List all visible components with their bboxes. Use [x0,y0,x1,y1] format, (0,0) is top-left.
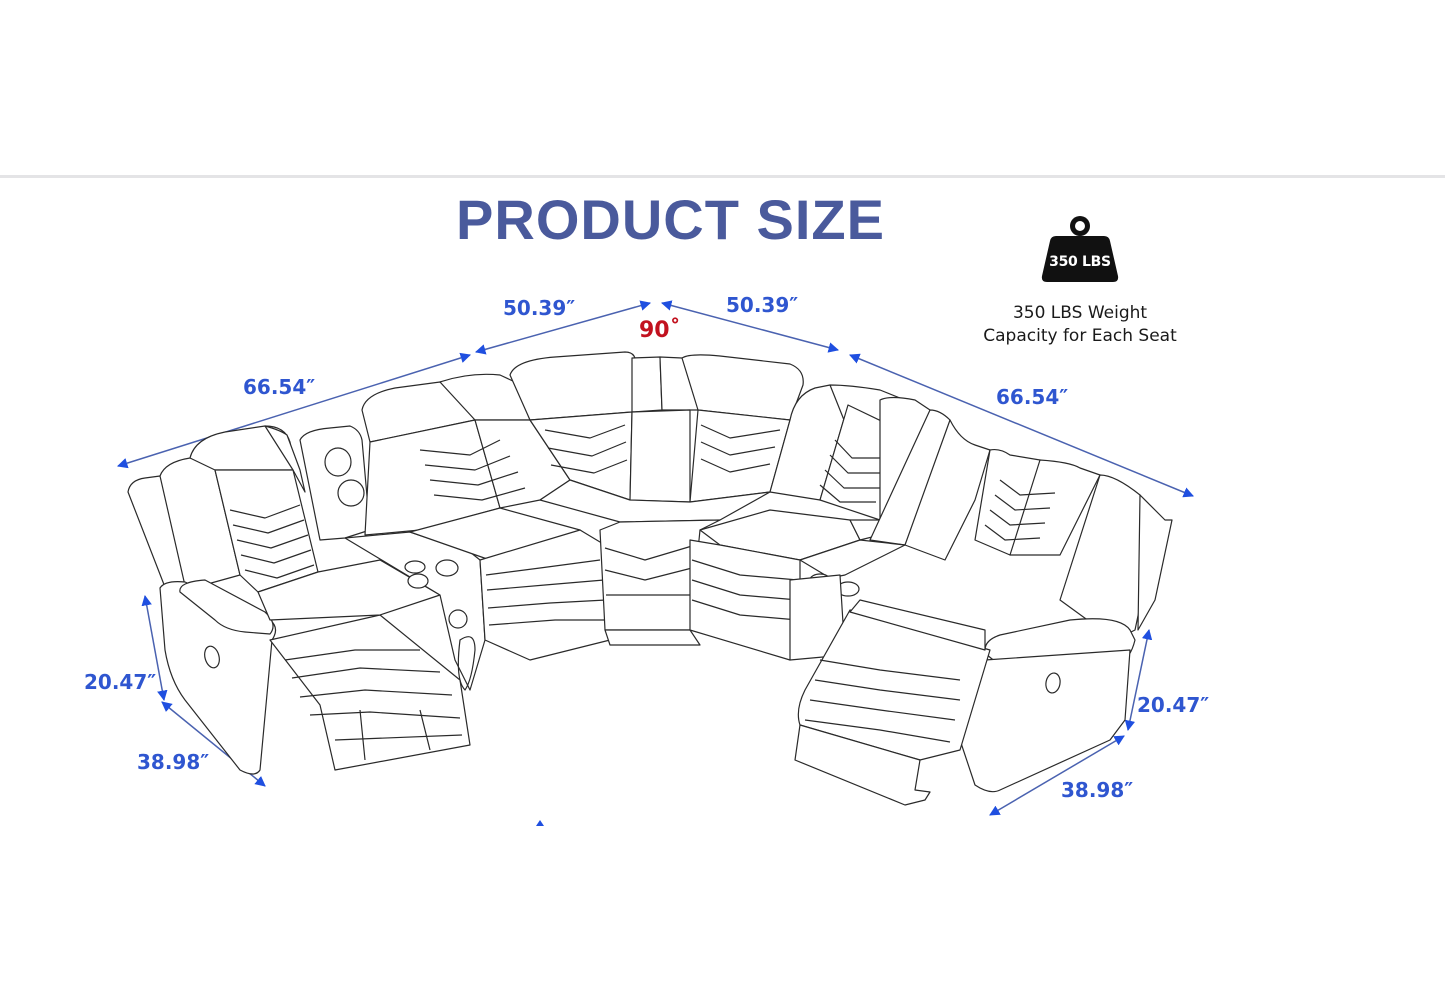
left-length-dimension [116,352,472,469]
weight-caption-line1: 350 LBS Weight [1012,303,1148,323]
left-length-label: 66.54″ [243,375,316,399]
weight-icon: 350 LBS [1030,212,1130,282]
left-height-dimension [141,594,168,702]
top-right-dimension [660,300,840,353]
top-right-section-label: 50.39″ [726,293,799,317]
right-height-label: 20.47″ [1137,693,1210,717]
right-length-label: 66.54″ [996,385,1069,409]
weight-caption: 350 LBS Weight Capacity for Each Seat [965,302,1195,348]
top-divider [0,175,1445,178]
top-left-section-label: 50.39″ [503,296,576,320]
top-left-dimension [474,300,652,355]
sofa-outline [127,351,1173,806]
right-depth-label: 38.98″ [1061,778,1134,802]
weight-label: 350 LBS [1049,254,1111,270]
weight-caption-line2: Capacity for Each Seat [983,326,1177,346]
left-height-label: 20.47″ [84,670,157,694]
page-title: PRODUCT SIZE [456,188,885,251]
left-depth-label: 38.98″ [137,750,210,774]
corner-angle-label: 90˚ [639,318,681,343]
right-depth-dimension [989,735,1125,816]
dimension-lines [116,300,1194,816]
right-length-dimension [849,353,1194,498]
right-height-dimension [1124,628,1153,732]
weight-capacity-badge: 350 LBS 350 LBS Weight Capacity for Each… [965,212,1195,348]
